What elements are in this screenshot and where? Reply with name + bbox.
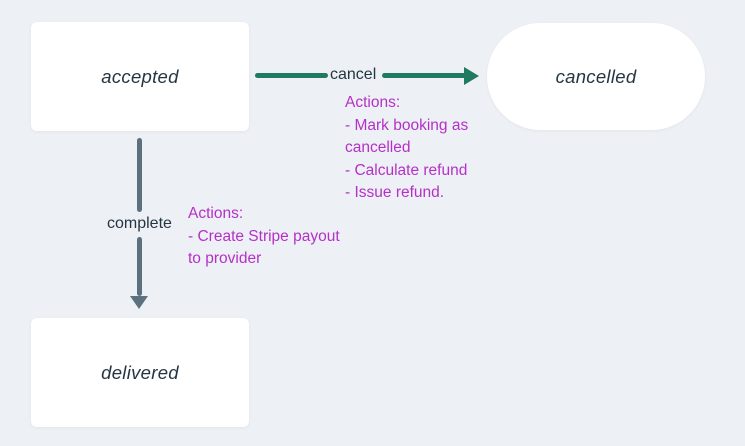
cancel-arrow-line-right (382, 73, 466, 78)
complete-arrow-line-top (137, 138, 142, 212)
cancel-actions-line-4: - Issue refund. (345, 184, 445, 201)
cancel-actions-title: Actions: (345, 94, 401, 111)
cancel-arrowhead-icon (464, 66, 479, 85)
complete-actions-line-2: to provider (188, 250, 262, 267)
complete-actions-annotation: Actions: - Create Stripe payout to provi… (188, 203, 340, 271)
cancel-transition-label: cancel (330, 66, 377, 83)
cancel-actions-line-3: - Calculate refund (345, 161, 468, 179)
cancel-actions-line-1: - Mark booking as (345, 116, 469, 134)
state-node-accepted: accepted (31, 22, 249, 131)
cancel-arrow-line-left (255, 73, 328, 78)
cancel-actions-annotation: Actions: - Mark booking as cancelled - C… (345, 92, 468, 205)
state-node-cancelled: cancelled (487, 23, 705, 130)
state-label-accepted: accepted (101, 65, 179, 87)
complete-actions-line-1: - Create Stripe payout (188, 227, 340, 245)
complete-actions-title: Actions: (188, 205, 244, 222)
state-label-cancelled: cancelled (555, 65, 637, 87)
complete-arrowhead-icon (130, 296, 148, 309)
state-label-delivered: delivered (101, 361, 179, 383)
complete-transition-label: complete (107, 215, 172, 232)
state-node-delivered: delivered (31, 318, 249, 427)
complete-arrow-line-bottom (137, 237, 142, 296)
cancel-actions-line-2: cancelled (345, 139, 411, 156)
